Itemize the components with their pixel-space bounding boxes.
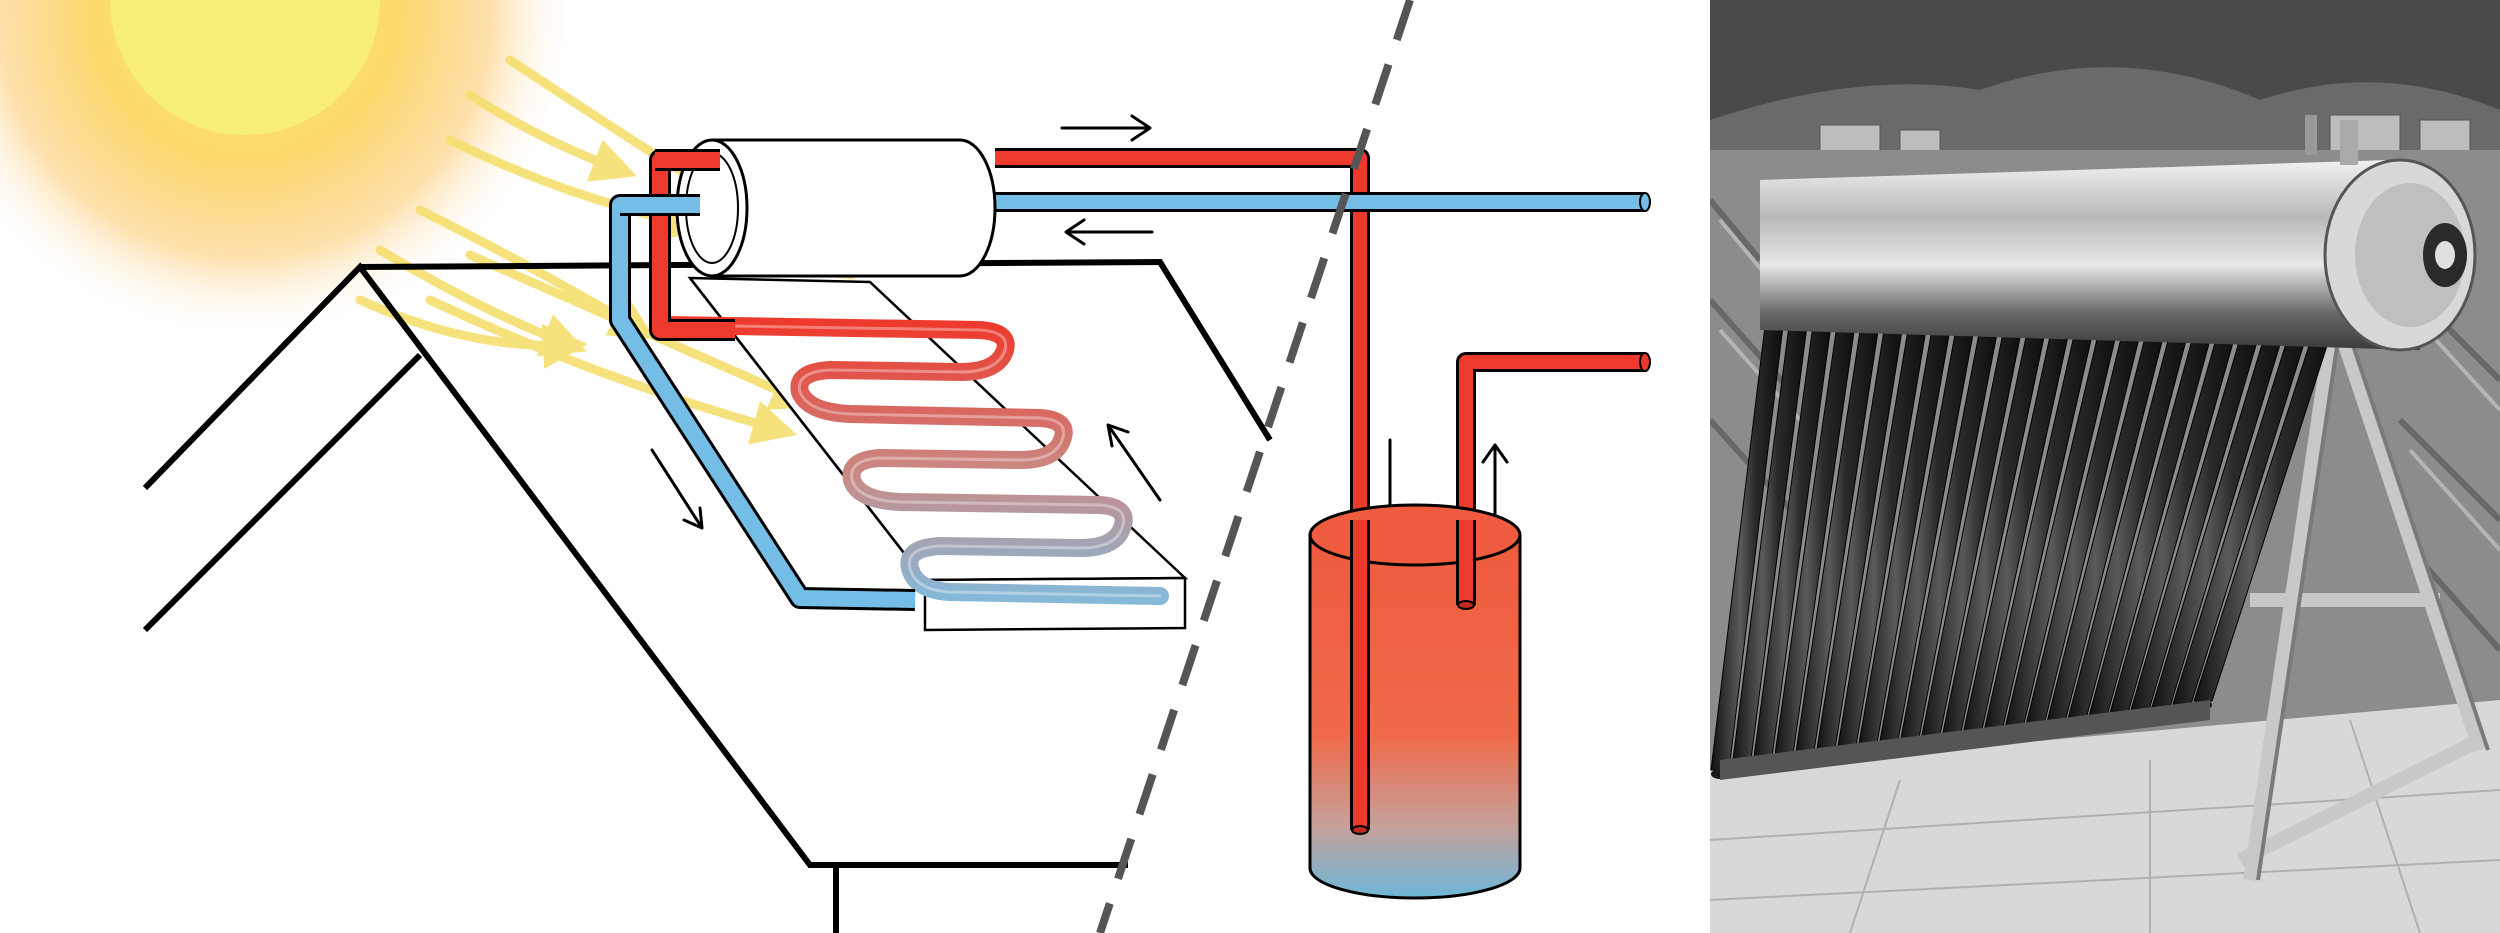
storage-drum bbox=[675, 138, 997, 278]
divider-line bbox=[1096, 0, 1414, 933]
sun-icon bbox=[0, 0, 575, 340]
photo-solar-heater bbox=[1710, 0, 2500, 933]
heating-coil bbox=[656, 316, 1169, 605]
drum-pipe-stubs bbox=[620, 149, 720, 216]
hot-water-tank bbox=[1308, 503, 1522, 900]
photo-drum bbox=[1760, 115, 2477, 352]
flow-arrow-icon bbox=[650, 114, 1509, 530]
tank-pipes bbox=[1350, 520, 1476, 835]
